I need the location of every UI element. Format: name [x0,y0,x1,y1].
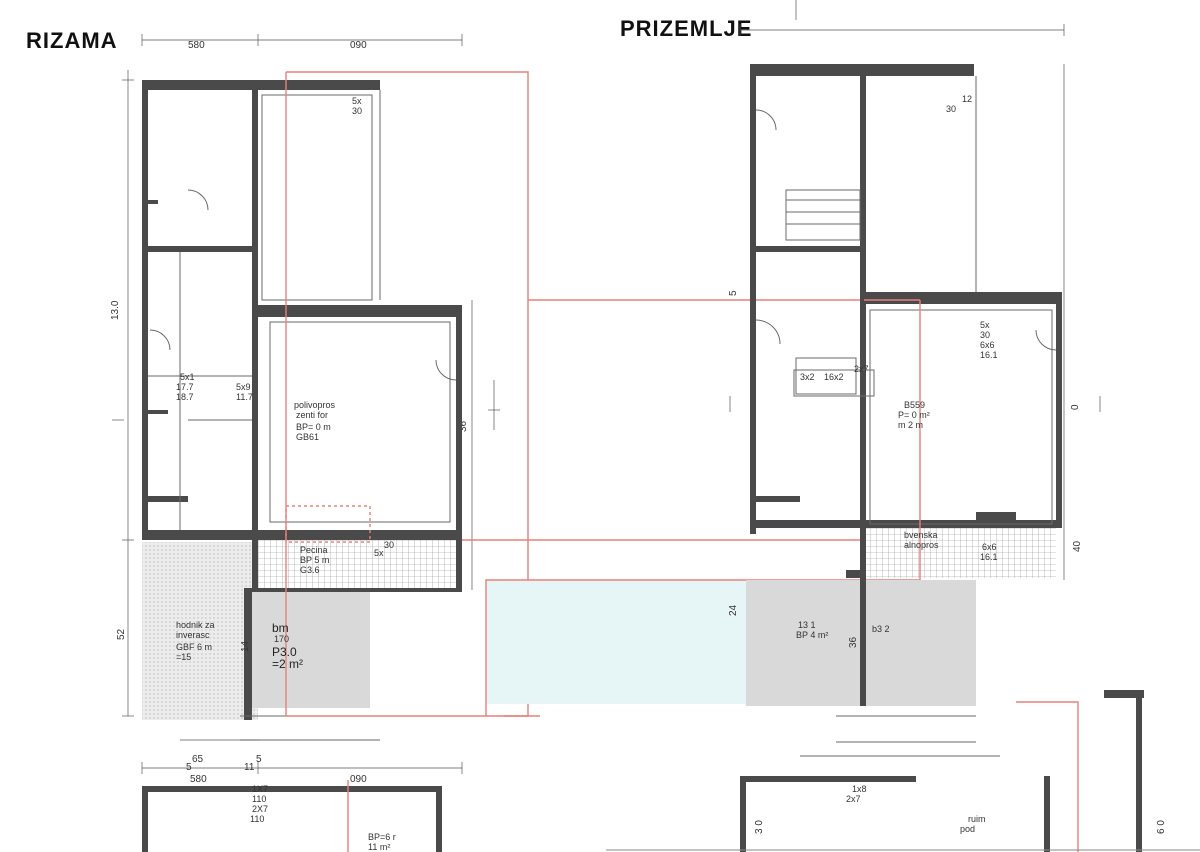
left-dim-left-low: 52 [116,628,127,640]
right-window-main: 5x [980,320,990,330]
left-lower-total: =2 m² [272,657,303,671]
left-terrace-area: GBF 6 m [176,642,212,652]
right-strip-dim: 6x6 [982,542,997,552]
left-bottom-dimension [141,739,463,774]
right-dim-bottom-left: 3 0 [754,820,765,834]
left-window-top-b: 30 [352,106,362,116]
left-right-dimension [471,300,500,590]
left-bottom-room-code: 11 m² [368,842,390,852]
left-lower-code: 170 [274,634,289,644]
left-plan: 580 090 13.0 52 36 [110,34,864,852]
left-terrace-sub: inverasc [176,630,210,640]
left-room-main-name: polivopros [294,400,336,410]
right-side-dimension [729,64,1101,580]
right-dim-lower-a: 24 [728,604,739,616]
left-tiled-strip [256,540,462,588]
left-dim-top-a: 580 [188,40,205,51]
right-strip-dim-b: 16.1 [980,552,998,562]
right-window-main-c: 6x6 [980,340,995,350]
right-dim-left: 5 [728,290,739,296]
left-terrace-area [142,542,258,720]
left-room-small-c: G3.6 [300,565,320,575]
left-bottom-label-a: 1X7 [252,784,268,794]
right-inner-lines [755,76,1057,757]
left-side-dimension [112,70,134,717]
center-courtyard [486,580,748,704]
right-bottom-room-sub: pod [960,824,975,834]
right-room-main-area: P= 0 m² [898,410,930,420]
title-left: RIZAMA [26,28,118,53]
left-window-mid-d: 5x9 [236,382,251,392]
left-bottom-label-c: 2X7 [252,804,268,814]
left-inner-lines [148,90,457,741]
left-dim-bottom-c: 5 [256,754,262,765]
left-lower-room-fill [250,590,370,708]
left-room-small-dim: 5x [374,548,384,558]
left-window-mid-a: 5x1 [180,372,195,382]
right-strip-name: bvenska [904,530,938,540]
left-top-dimension [141,34,463,46]
right-grey-b-code: b3 2 [872,624,890,634]
right-tiled-strip [864,528,1056,578]
right-window-main-b: 30 [980,330,990,340]
left-room-small-a: Pecina [300,545,328,555]
left-room-small-dim-b: 30 [384,540,394,550]
right-window-top: 12 [962,94,972,104]
left-room-main-code: GB61 [296,432,319,442]
right-dim-right-low: 40 [1072,540,1083,552]
right-room-main-name: B559 [904,400,925,410]
right-room-main-code: m 2 m [898,420,923,430]
right-grey-a-code: 13 1 [798,620,816,630]
right-red-boundary [864,299,1079,852]
left-lower-name: bm [272,621,289,635]
right-top-dimension [739,0,1065,36]
right-label-row-b: 16x2 [824,372,844,382]
left-dim-right: 36 [458,420,469,432]
right-bottom-label-b: 2x7 [846,794,861,804]
left-dim-bottom-b: 5 [186,762,192,773]
right-plan: 0 40 5 24 36 12 30 5x 30 6x6 16.1 3x2 16… [606,0,1200,852]
left-room-main-sub: zenti for [296,410,328,420]
right-window-top-b: 30 [946,104,956,114]
left-dim-top-b: 090 [350,40,367,51]
left-dim-bottom-row-b: 090 [350,774,367,785]
right-bottom-room-name: ruim [968,814,986,824]
right-window-main-d: 16.1 [980,350,998,360]
right-grey-a-area: BP 4 m² [796,630,828,640]
left-terrace-code: =15 [176,652,191,662]
right-label-row-c: 2x7 [854,364,869,374]
left-window-mid-c: 18.7 [176,392,194,402]
right-label-row-a: 3x2 [800,372,815,382]
right-dim-lower-b: 36 [848,636,859,648]
left-dim-bottom-row-a: 580 [190,774,207,785]
left-window-top: 5x [352,96,362,106]
right-bottom-walls [740,690,1144,852]
left-window-mid-e: 11.7 [236,392,253,402]
right-dim-right: 0 [1070,404,1081,410]
left-lower-area: P3.0 [272,645,297,659]
left-dim-left: 13.0 [110,300,121,320]
left-dim-bottom-a: 65 [192,754,204,765]
left-window-mid-b: 17.7 [176,382,194,392]
right-strip-sub: alnopros [904,540,939,550]
right-bottom-label-a: 1x8 [852,784,867,794]
left-room-small-b: BP 5 m [300,555,329,565]
left-bottom-label-b: 110 [252,794,266,804]
left-dim-bottom-d: 11 [244,762,255,773]
left-bottom-label-d: 110 [250,814,264,824]
left-bottom-walls [142,786,442,852]
left-bottom-room-area: BP=6 r [368,832,396,842]
left-room-main-area: BP= 0 m [296,422,331,432]
title-right: PRIZEMLJE [620,16,752,41]
left-walls [142,80,462,720]
left-dim-lower: 14 [240,640,251,652]
left-terrace-name: hodnik za [176,620,215,630]
right-dim-bottom-right: 6 0 [1156,820,1167,834]
